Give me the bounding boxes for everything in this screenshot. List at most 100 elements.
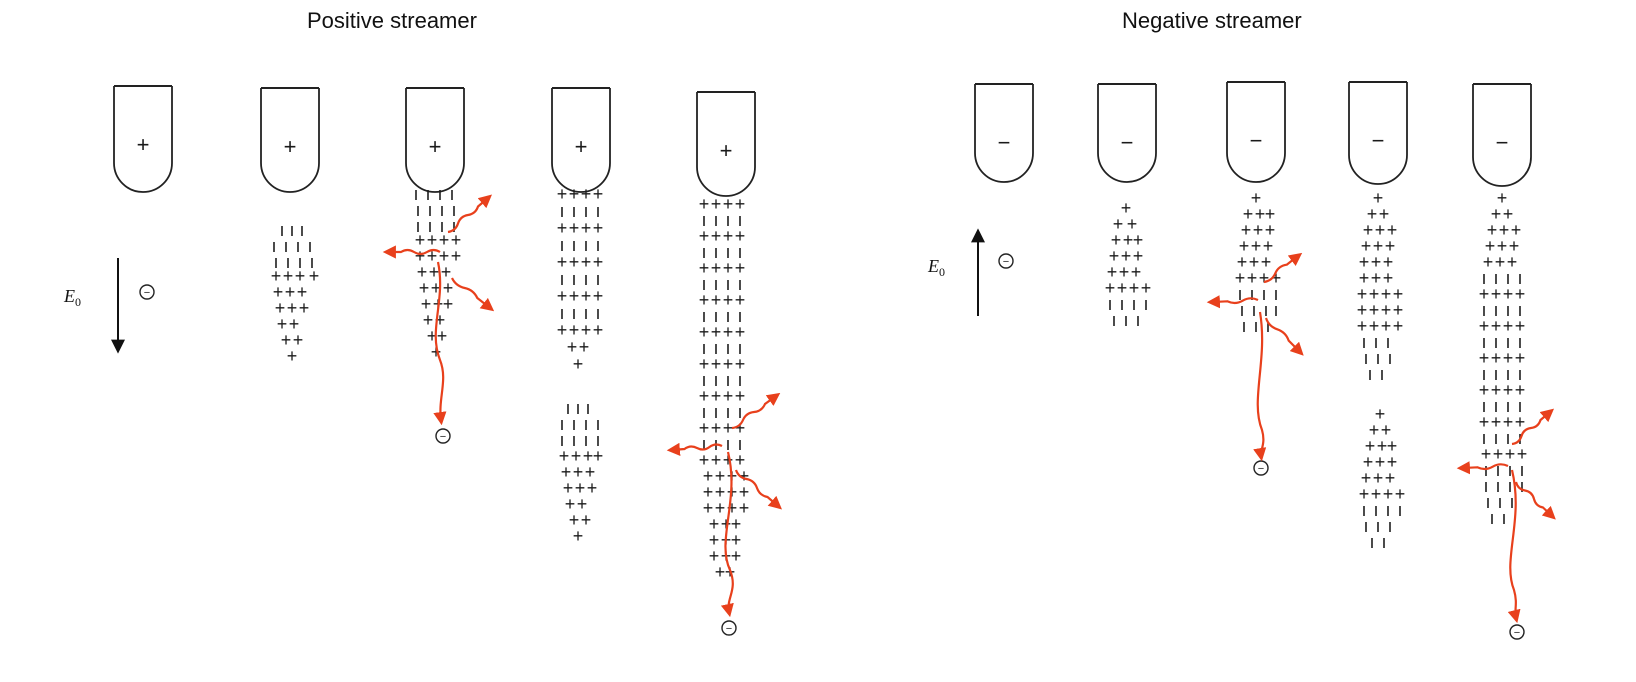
positive-stage5-tip-outline bbox=[696, 92, 756, 197]
negative-stage5-tip-outline bbox=[1472, 84, 1532, 187]
negative-stage5-channel-charge-13-3: ı bbox=[1517, 396, 1522, 416]
negative-stage5-channel-charge-1-0: + bbox=[1491, 204, 1502, 224]
negative-stage4-channel-charge-2-0: + bbox=[1363, 220, 1374, 240]
negative-stage5-channel-charge-10-3: + bbox=[1515, 348, 1526, 368]
negative-stage2-charge-6-1: ı bbox=[1119, 294, 1124, 314]
negative-stage2-charge-7-2: ı bbox=[1135, 310, 1140, 330]
positive-stage5-channel-charge-15-0: ı bbox=[701, 434, 706, 454]
negative-stage4-avalanche-charge-5-3: + bbox=[1395, 484, 1406, 504]
positive-stage4-avalanche-charge-5-0: + bbox=[563, 478, 574, 498]
negative-field-indicator: E0 bbox=[927, 228, 985, 316]
positive-stage5-channel-charge-18-1: + bbox=[715, 482, 726, 502]
negative-stage4-channel-charge-6-1: + bbox=[1369, 284, 1380, 304]
negative-stage5-channel-charge-19-0: ı bbox=[1485, 492, 1490, 512]
negative-stage3-charge-8-0: ı bbox=[1241, 316, 1246, 336]
negative-stage4-avalanche-charge-3-0: + bbox=[1363, 452, 1374, 472]
negative-stage5-channel-charge-11-2: ı bbox=[1505, 364, 1510, 384]
negative-stage5-channel-charge-0-0: + bbox=[1497, 188, 1508, 208]
negative-stage5-channel-charge-6-3: + bbox=[1515, 284, 1526, 304]
positive-stage5-channel-charge-20-2: + bbox=[731, 514, 742, 534]
positive-stage2-charge-3-2: + bbox=[295, 266, 306, 286]
negative-stage5-photon-down bbox=[1507, 469, 1521, 624]
positive-stage4-channel-charge-1-1: ı bbox=[571, 201, 576, 221]
positive-stage5-tip-sign: + bbox=[720, 138, 733, 163]
positive-stage4-channel-charge-6-1: + bbox=[569, 286, 580, 306]
positive-stage2-tip-outline bbox=[260, 88, 320, 193]
negative-stage5-channel-charge-6-0: + bbox=[1479, 284, 1490, 304]
negative-stage4-channel-charge-3-2: + bbox=[1385, 236, 1396, 256]
positive-stage3-charge-8-0: + bbox=[423, 310, 434, 330]
positive-field-indicator: E0 bbox=[63, 258, 125, 354]
negative-stage3-charge-3-0: + bbox=[1239, 236, 1250, 256]
negative-stage5-channel-charge-5-0: ı bbox=[1481, 268, 1486, 288]
positive-stage5-channel-charge-11-2: ı bbox=[725, 370, 730, 390]
negative-stage5-channel-charge-11-0: ı bbox=[1481, 364, 1486, 384]
negative-stage5-channel-charge-18-2: ı bbox=[1507, 476, 1512, 496]
negative-stage5-channel-charge-9-3: ı bbox=[1517, 332, 1522, 352]
positive-stage5-channel-charge-12-3: + bbox=[735, 386, 746, 406]
positive-stage5-channel-charge-3-2: ı bbox=[725, 242, 730, 262]
positive-stage4-channel-charge-5-3: ı bbox=[595, 269, 600, 289]
positive-stage3-charge-2-2: ı bbox=[439, 216, 444, 236]
negative-stage5-channel-charge-18-0: ı bbox=[1483, 476, 1488, 496]
positive-stage5-channel-charge-18-0: + bbox=[703, 482, 714, 502]
positive-stage3-charge-9-0: + bbox=[427, 326, 438, 346]
negative-stage5-channel-charge-19-2: ı bbox=[1509, 492, 1514, 512]
positive-stage4-avalanche-charge-0-2: ı bbox=[585, 398, 590, 418]
positive-stage5-channel-charge-16-2: + bbox=[723, 450, 734, 470]
negative-stage4-channel-charge-6-3: + bbox=[1393, 284, 1404, 304]
positive-stage4-channel-charge-7-0: ı bbox=[559, 303, 564, 323]
negative-stage3-charge-2-1: + bbox=[1253, 220, 1264, 240]
photon-arrows bbox=[382, 194, 1556, 624]
positive-stage5-channel-charge-2-0: + bbox=[699, 226, 710, 246]
positive-stage3-tip-sign: + bbox=[429, 134, 442, 159]
negative-stage5-channel-charge-7-0: ı bbox=[1481, 300, 1486, 320]
negative-stage5-channel-charge-4-2: + bbox=[1507, 252, 1518, 272]
positive-stage4-channel-charge-5-0: ı bbox=[559, 269, 564, 289]
negative-stage4-avalanche-charge-2-0: + bbox=[1365, 436, 1376, 456]
negative-stage4-avalanche-charge-4-2: + bbox=[1385, 468, 1396, 488]
negative-stage4-channel-charge-9-1: ı bbox=[1373, 332, 1378, 352]
negative-stage5-channel-charge-9-1: ı bbox=[1493, 332, 1498, 352]
positive-stage4-channel-charge-0-2: + bbox=[581, 184, 592, 204]
negative-stage5-channel-charge-3-2: + bbox=[1509, 236, 1520, 256]
negative-stage5-channel-charge-9-2: ı bbox=[1505, 332, 1510, 352]
positive-stage4-avalanche-charge-4-0: + bbox=[561, 462, 572, 482]
positive-stage1-tip-sign: + bbox=[137, 132, 150, 157]
positive-stage4-channel-charge-5-2: ı bbox=[583, 269, 588, 289]
positive-stage5-electron-sign: − bbox=[726, 623, 732, 635]
positive-stage4-avalanche-charge-4-1: + bbox=[573, 462, 584, 482]
positive-stage5-channel-charge-12-1: + bbox=[711, 386, 722, 406]
positive-stage4-avalanche-charge-3-0: + bbox=[559, 446, 570, 466]
positive-stage4-channel-charge-10-0: + bbox=[573, 354, 584, 374]
negative-stage4-channel-charge-6-0: + bbox=[1357, 284, 1368, 304]
negative-stage3-photon-down bbox=[1253, 311, 1267, 462]
negative-stage5-channel-charge-12-0: + bbox=[1479, 380, 1490, 400]
positive-stage2-charge-3-1: + bbox=[283, 266, 294, 286]
positive-stage5-channel-charge-19-3: + bbox=[739, 498, 750, 518]
negative-stage3-charge-7-3: ı bbox=[1273, 300, 1278, 320]
negative-stage5-channel-charge-8-2: + bbox=[1503, 316, 1514, 336]
positive-stage5-channel-charge-6-1: + bbox=[711, 290, 722, 310]
negative-stage4-avalanche-charge-4-0: + bbox=[1361, 468, 1372, 488]
negative-stage2-charge-5-0: + bbox=[1105, 278, 1116, 298]
negative-stage4-avalanche-charge-6-3: ı bbox=[1397, 500, 1402, 520]
positive-stage1-electron-sign: − bbox=[144, 287, 150, 299]
positive-stage4-channel-charge-1-3: ı bbox=[595, 201, 600, 221]
negative-stage2-charge-0-0: + bbox=[1121, 198, 1132, 218]
negative-stage4-avalanche-charge-0-0: + bbox=[1375, 404, 1386, 424]
positive-stage5-photon-down bbox=[720, 451, 734, 618]
positive-stage2-charge-2-2: ı bbox=[297, 252, 302, 272]
positive-stage5-channel-charge-15-3: ı bbox=[737, 434, 742, 454]
negative-stage4-channel-charge-10-1: ı bbox=[1375, 348, 1380, 368]
negative-stage2-charge-2-1: + bbox=[1123, 230, 1134, 250]
positive-stage3-electron bbox=[435, 428, 451, 444]
negative-stage3-charge-3-2: + bbox=[1263, 236, 1274, 256]
positive-stage5-channel-charge-3-3: ı bbox=[737, 242, 742, 262]
positive-stage5-channel-charge-4-1: + bbox=[711, 258, 722, 278]
positive-stage4-channel-charge-3-1: ı bbox=[571, 235, 576, 255]
negative-stage5-channel-charge-8-1: + bbox=[1491, 316, 1502, 336]
negative-stage5-channel-charge-4-1: + bbox=[1495, 252, 1506, 272]
negative-stage4-tip-sign: − bbox=[1372, 128, 1385, 153]
negative-stage2-charge-4-1: + bbox=[1119, 262, 1130, 282]
